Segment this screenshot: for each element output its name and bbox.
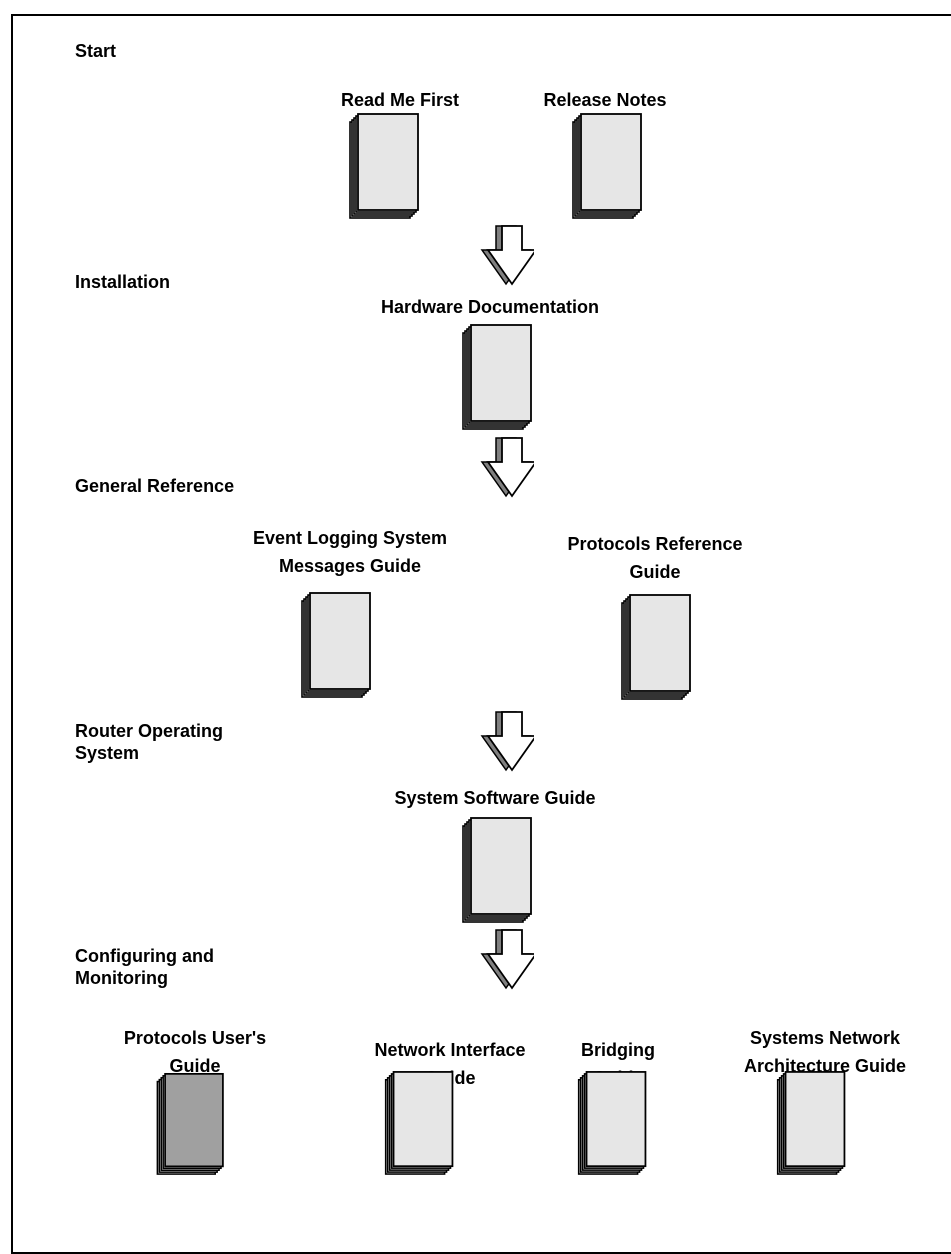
- book-icon-systems-network-architecture-guide: [776, 1071, 846, 1175]
- down-arrow-icon-router-os-to-configuring: [480, 929, 534, 990]
- book-icon-event-logging-system-messages-guide: [301, 592, 371, 698]
- section-installation: Installation: [75, 272, 171, 292]
- section-start: Start: [75, 41, 117, 61]
- section-router-operating-system: Router Operating System: [75, 721, 224, 763]
- section-general-reference: General Reference: [75, 476, 235, 496]
- book-icon-protocols-users-guide: [156, 1072, 224, 1175]
- book-icon-network-interface-guide: [384, 1071, 454, 1175]
- label-protocols-users-guide: Protocols User's Guide: [123, 1028, 267, 1076]
- down-arrow-icon-installation-to-general-reference: [480, 437, 534, 498]
- label-hardware-documentation: Hardware Documentation: [380, 297, 600, 317]
- book-icon-read-me-first: [349, 113, 419, 219]
- label-system-software-guide: System Software Guide: [394, 788, 596, 808]
- label-event-logging-system-messages-guide: Event Logging System Messages Guide: [252, 528, 448, 576]
- label-release-notes: Release Notes: [543, 90, 667, 110]
- book-icon-system-software-guide: [462, 817, 532, 923]
- section-configuring-monitoring: Configuring and Monitoring: [75, 946, 214, 988]
- label-protocols-reference-guide: Protocols Reference Guide: [567, 534, 743, 582]
- book-icon-release-notes: [572, 113, 642, 219]
- book-icon-bridging-guide: [577, 1071, 647, 1175]
- down-arrow-icon-general-reference-to-router-os: [480, 711, 534, 772]
- book-icon-hardware-documentation: [462, 324, 532, 430]
- label-read-me-first: Read Me First: [340, 90, 460, 110]
- book-icon-protocols-reference-guide: [621, 594, 691, 700]
- down-arrow-icon-start-to-installation: [480, 225, 534, 286]
- label-systems-network-architecture-guide: Systems Network Architecture Guide: [743, 1028, 907, 1076]
